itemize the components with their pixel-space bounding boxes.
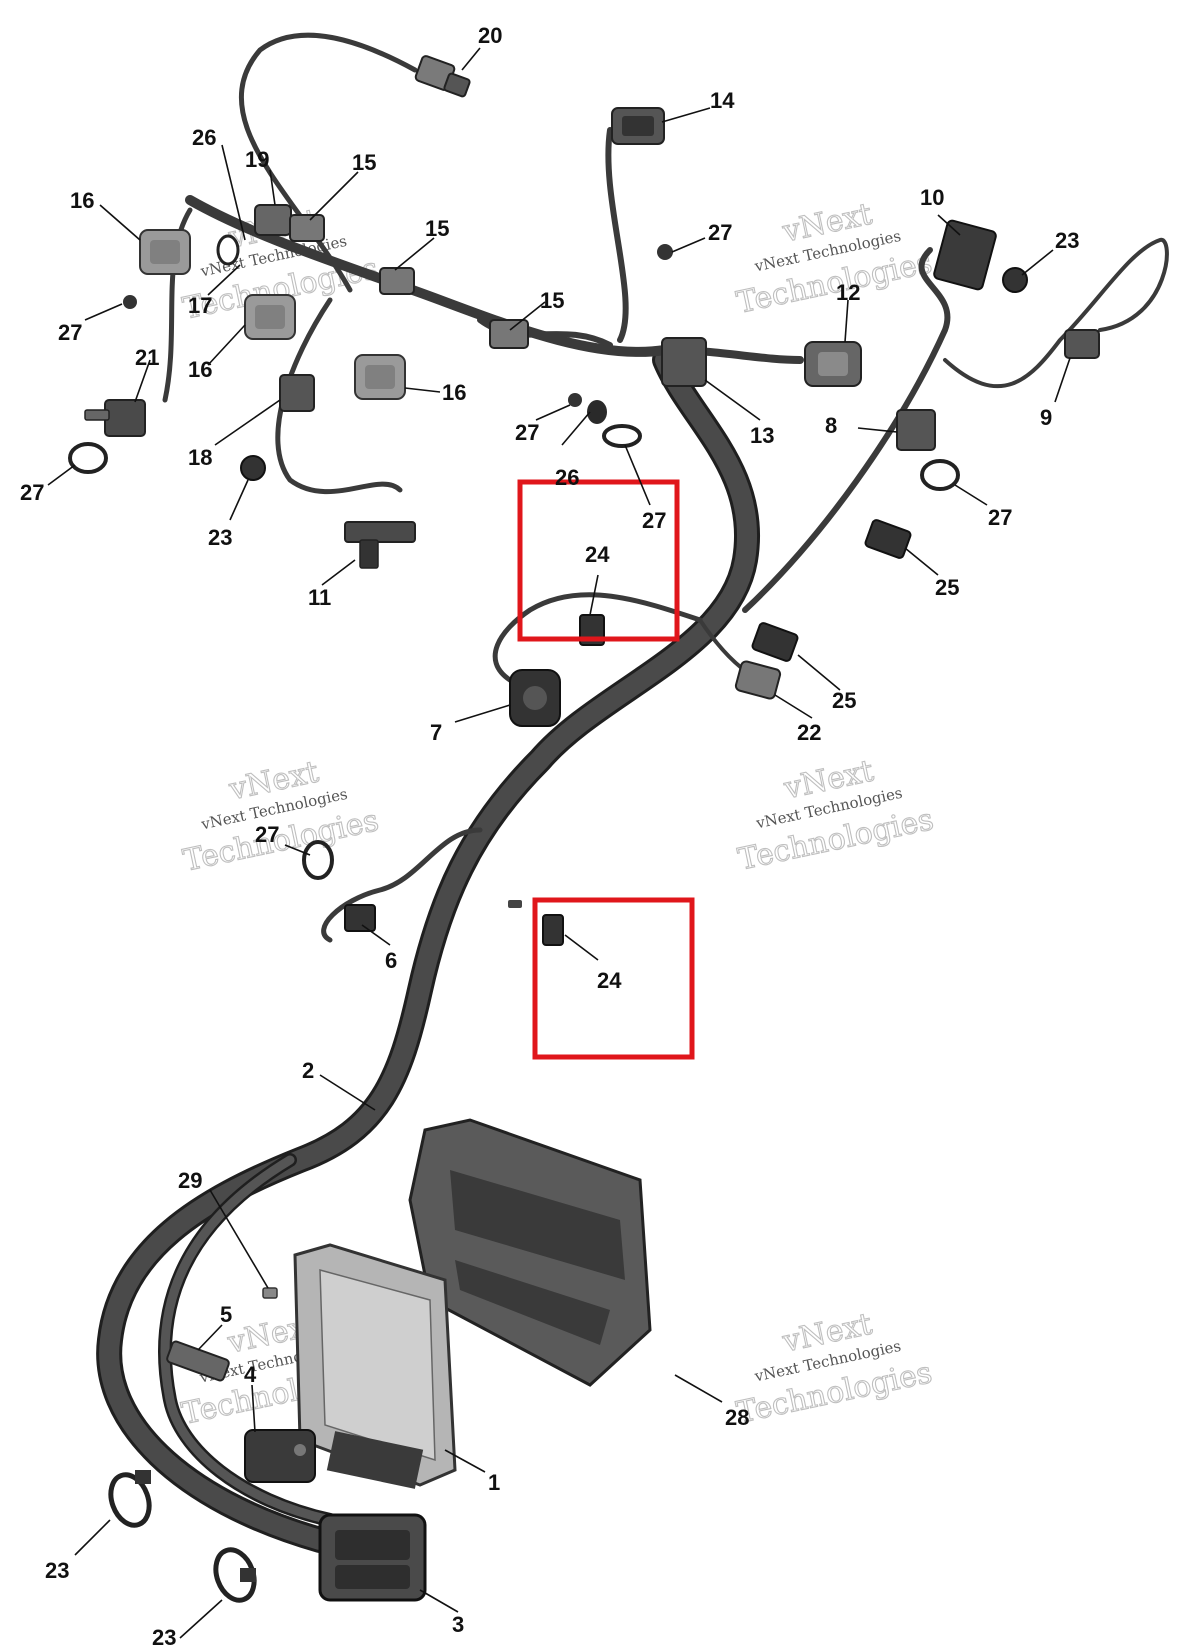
callout-15-top: 15: [352, 150, 376, 175]
callout-7: 7: [430, 720, 442, 745]
connector-15-top: [289, 214, 325, 242]
callout-25-upper: 25: [935, 575, 959, 600]
callout-26-top: 26: [192, 125, 216, 150]
callout-27-f: 27: [988, 505, 1012, 530]
connector-18: [279, 374, 315, 412]
callout-15-mid: 15: [425, 216, 449, 241]
callout-3: 3: [452, 1612, 464, 1637]
callout-21: 21: [135, 345, 159, 370]
callout-27-g: 27: [255, 822, 279, 847]
connector-20: [414, 55, 471, 98]
callout-1: 1: [488, 1470, 500, 1495]
grommet-26: [587, 400, 607, 424]
cable-tie-27-b: [68, 442, 108, 474]
callout-6: 6: [385, 948, 397, 973]
clip-23-top-right: [1002, 267, 1028, 293]
callout-22: 22: [797, 720, 821, 745]
connector-13: [661, 337, 707, 387]
callout-27-c: 27: [708, 220, 732, 245]
callout-16-mid: 16: [188, 357, 212, 382]
callout-20: 20: [478, 23, 502, 48]
sensor-11: [344, 521, 416, 569]
callout-27-a: 27: [58, 320, 82, 345]
connector-15-right: [489, 319, 529, 349]
connector-9: [1064, 329, 1100, 359]
callout-23-top-right: 23: [1055, 228, 1079, 253]
connector-22: [734, 660, 782, 700]
cable-tie-27-f: [920, 459, 960, 491]
cable-tie-27-e: [602, 424, 642, 448]
callout-14: 14: [710, 88, 735, 113]
sensor-6: [344, 904, 376, 932]
connector-16-top: [139, 229, 191, 275]
callout-27-b: 27: [20, 480, 44, 505]
connector-5: [166, 1340, 230, 1382]
callout-18: 18: [188, 445, 212, 470]
callout-2: 2: [302, 1058, 314, 1083]
callout-17: 17: [188, 293, 212, 318]
watermark-mid-left: vNext vNext Technologies Technologies: [180, 754, 383, 879]
callout-5: 5: [220, 1302, 232, 1327]
callout-28: 28: [725, 1405, 749, 1430]
cable-tie-27-a: [123, 295, 137, 309]
fuse-holder-25-upper: [864, 519, 912, 559]
callout-12: 12: [836, 280, 860, 305]
main-harness-trunk: [96, 347, 760, 1553]
callout-15-right: 15: [540, 288, 564, 313]
callout-9: 9: [1040, 405, 1052, 430]
callout-26-mid: 26: [555, 465, 579, 490]
callout-27-e: 27: [642, 508, 666, 533]
leader-lines: [47, 47, 1071, 1639]
watermark-top-right: vNext vNext Technologies Technologies: [733, 196, 936, 321]
clip-23-bottom-a: [108, 1470, 152, 1528]
connector-24-lower: [508, 900, 564, 946]
connector-16-right: [354, 354, 406, 400]
callout-25-lower: 25: [832, 688, 856, 713]
clip-23-mid-left: [240, 455, 266, 481]
ecu-1: [293, 1243, 457, 1489]
callout-23-bottom-b: 23: [152, 1625, 176, 1650]
connector-12: [804, 341, 862, 387]
cable-tie-27-g: [302, 840, 334, 880]
cable-tie-27-c: [657, 244, 673, 260]
callout-13: 13: [750, 423, 774, 448]
clip-23-bottom-b: [213, 1547, 257, 1603]
connector-19: [254, 204, 292, 236]
callout-29: 29: [178, 1168, 202, 1193]
sensor-7: [509, 669, 561, 727]
callout-16-right: 16: [442, 380, 466, 405]
fuse-holder-25-lower: [751, 622, 799, 662]
callout-19: 19: [245, 147, 269, 172]
highlight-box-lower: [532, 897, 695, 1060]
ecu-connector-3: [318, 1513, 427, 1602]
connector-16-mid: [244, 294, 296, 340]
watermark-mid-right: vNext vNext Technologies Technologies: [735, 753, 938, 878]
callout-23-bottom-a: 23: [45, 1558, 69, 1583]
callout-10: 10: [920, 185, 944, 210]
cable-tie-27-d: [568, 393, 582, 407]
callout-24-upper: 24: [585, 542, 610, 567]
screw-29: [262, 1287, 278, 1299]
ring-17: [216, 234, 240, 266]
callout-23-left: 23: [208, 525, 232, 550]
bracket-28: [408, 1118, 652, 1387]
callout-24-lower: 24: [597, 968, 622, 993]
connector-4: [244, 1429, 316, 1483]
callout-labels: 20 14 26 19 15 15 15 16 17 16 16 18 21 2…: [20, 23, 1079, 1650]
callout-27-d: 27: [515, 420, 539, 445]
callout-4: 4: [244, 1362, 257, 1387]
callout-16-top: 16: [70, 188, 94, 213]
callout-11: 11: [308, 585, 331, 610]
highlight-box-upper: [517, 479, 680, 642]
callout-8: 8: [825, 413, 837, 438]
connector-8: [896, 409, 936, 451]
watermark-bottom-right: vNext vNext Technologies Technologies: [733, 1306, 936, 1431]
connector-14: [611, 107, 665, 145]
sensor-21: [84, 399, 146, 437]
relay-10: [933, 219, 997, 291]
connector-15-mid: [379, 267, 415, 295]
